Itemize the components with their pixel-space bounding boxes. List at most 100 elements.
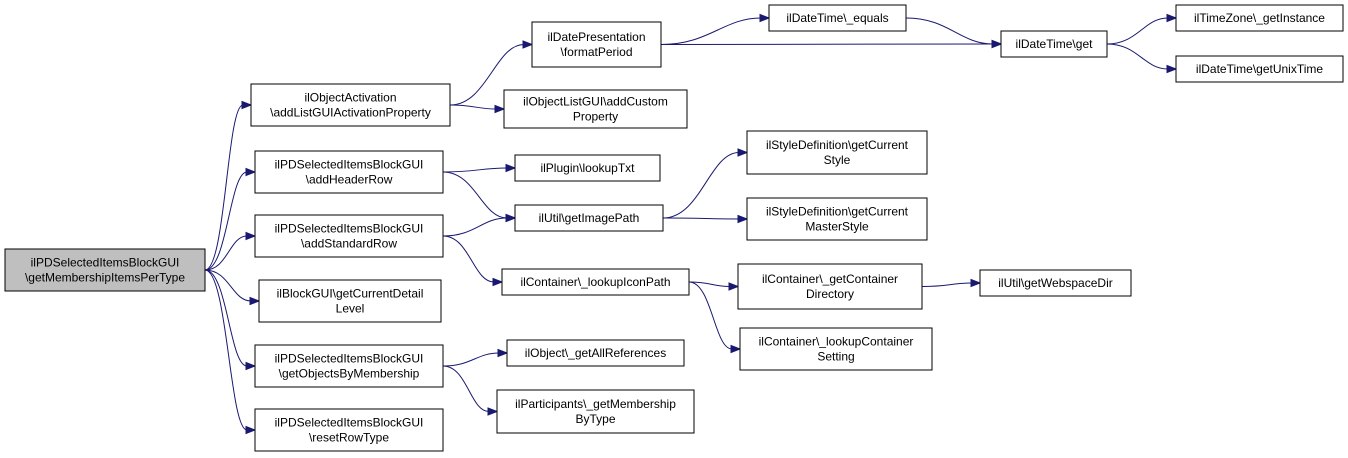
edge-line <box>204 171 248 271</box>
arrowhead-icon <box>241 100 253 110</box>
node-objmem[interactable]: ilPDSelectedItemsBlockGUI\getObjectsByMe… <box>254 344 444 388</box>
node-box <box>250 83 451 127</box>
arrowhead-icon <box>991 39 1003 49</box>
arrowhead-icon <box>492 277 504 287</box>
node-box <box>254 150 444 194</box>
edge-root-to-objmem <box>204 269 257 371</box>
edge-line <box>442 235 495 283</box>
node-std[interactable]: ilPDSelectedItemsBlockGUI\addStandardRow <box>254 214 444 258</box>
node-label: ilPDSelectedItemsBlockGUI <box>275 222 424 236</box>
node-allrefs[interactable]: ilObject\_getAllReferences <box>506 339 685 367</box>
node-box <box>503 89 688 129</box>
edge-line <box>1106 43 1169 70</box>
node-label: ilPDSelectedItemsBlockGUI <box>31 256 180 270</box>
node-plugin[interactable]: ilPlugin\lookupTxt <box>514 154 661 182</box>
node-label: ByType <box>575 412 615 426</box>
node-reset[interactable]: ilPDSelectedItemsBlockGUI\resetRowType <box>254 408 444 452</box>
node-label: ilContainer\_getContainer <box>762 272 898 286</box>
edge-line <box>449 104 497 110</box>
node-imgpath[interactable]: ilUtil\getImagePath <box>514 204 664 232</box>
node-label: ilPDSelectedItemsBlockGUI <box>275 158 424 172</box>
node-label: MasterStyle <box>805 220 869 234</box>
node-box <box>506 339 685 367</box>
edge-line <box>1106 17 1169 45</box>
node-objact[interactable]: ilObjectActivation\addListGUIActivationP… <box>250 83 451 127</box>
node-label: Directory <box>806 287 854 301</box>
edge-line <box>662 152 740 219</box>
node-hdr[interactable]: ilPDSelectedItemsBlockGUI\addHeaderRow <box>254 150 444 194</box>
node-box <box>1000 30 1108 58</box>
arrowhead-icon <box>249 296 261 306</box>
node-webspace[interactable]: ilUtil\getWebspaceDir <box>979 269 1132 297</box>
edge-line <box>204 235 248 271</box>
edge-line <box>660 17 762 45</box>
node-box <box>1175 55 1344 83</box>
node-tzinst[interactable]: ilTimeZone\_getInstance <box>1175 4 1344 32</box>
arrowhead-icon <box>759 13 771 23</box>
edge-line <box>921 282 973 287</box>
arrowhead-icon <box>1166 13 1178 23</box>
node-root[interactable]: ilPDSelectedItemsBlockGUI\getMembershipI… <box>4 248 206 292</box>
node-label: ilUtil\getWebspaceDir <box>998 276 1113 290</box>
arrowhead-icon <box>1166 64 1178 74</box>
edge-imgpath-to-stylemaster <box>662 214 749 224</box>
node-label: ilDatePresentation <box>547 30 645 44</box>
edge-contdir-to-webspace <box>921 278 982 288</box>
node-dtget[interactable]: ilDateTime\get <box>1000 30 1108 58</box>
arrowhead-icon <box>737 214 749 224</box>
node-box <box>768 4 907 32</box>
arrowhead-icon <box>245 361 257 371</box>
edge-iconpath-to-contdir <box>688 281 740 291</box>
node-box <box>254 408 444 452</box>
node-label: ilContainer\_lookupContainer <box>759 335 914 349</box>
node-label: \resetRowType <box>309 431 389 445</box>
node-label: ilUtil\getImagePath <box>539 211 640 225</box>
node-box <box>739 327 933 371</box>
edge-line <box>688 281 733 350</box>
arrowhead-icon <box>522 40 534 49</box>
edge-objact-to-datepres <box>449 40 534 106</box>
edge-line <box>442 365 490 412</box>
node-label: ilBlockGUI\getCurrentDetail <box>277 287 424 301</box>
node-unixtime[interactable]: ilDateTime\getUnixTime <box>1175 55 1344 83</box>
edge-dtget-to-tzinst <box>1106 13 1178 45</box>
node-label: Setting <box>817 350 854 364</box>
arrowhead-icon <box>505 163 517 173</box>
arrowhead-icon <box>245 167 257 177</box>
edge-std-to-iconpath <box>442 235 504 287</box>
edge-line <box>204 269 248 431</box>
edge-line <box>662 217 740 220</box>
node-box <box>501 268 690 296</box>
node-box <box>496 389 695 434</box>
arrowhead-icon <box>487 407 499 416</box>
node-label: ilParticipants\_getMembership <box>515 397 676 411</box>
node-box <box>746 130 928 175</box>
node-label: Style <box>824 153 851 167</box>
node-iconpath[interactable]: ilContainer\_lookupIconPath <box>501 268 690 296</box>
node-equals[interactable]: ilDateTime\_equals <box>768 4 907 32</box>
edge-iconpath-to-contsetting <box>688 281 742 354</box>
arrowhead-icon <box>970 278 982 288</box>
edge-line <box>204 269 252 302</box>
node-box <box>254 214 444 258</box>
edge-objmem-to-allrefs <box>442 348 509 367</box>
edge-line <box>905 17 994 45</box>
edge-root-to-reset <box>204 269 257 435</box>
node-datepres[interactable]: ilDatePresentation\formatPeriod <box>531 21 662 68</box>
edge-line <box>442 217 508 237</box>
node-label: \addStandardRow <box>301 237 397 251</box>
edge-line <box>204 269 248 367</box>
edge-objact-to-objlist <box>449 104 506 114</box>
node-label: ilStyleDefinition\getCurrent <box>766 138 909 152</box>
arrowhead-icon <box>494 104 506 114</box>
edge-dtget-to-unixtime <box>1106 43 1178 74</box>
edge-line <box>442 171 508 219</box>
node-box <box>514 154 661 182</box>
